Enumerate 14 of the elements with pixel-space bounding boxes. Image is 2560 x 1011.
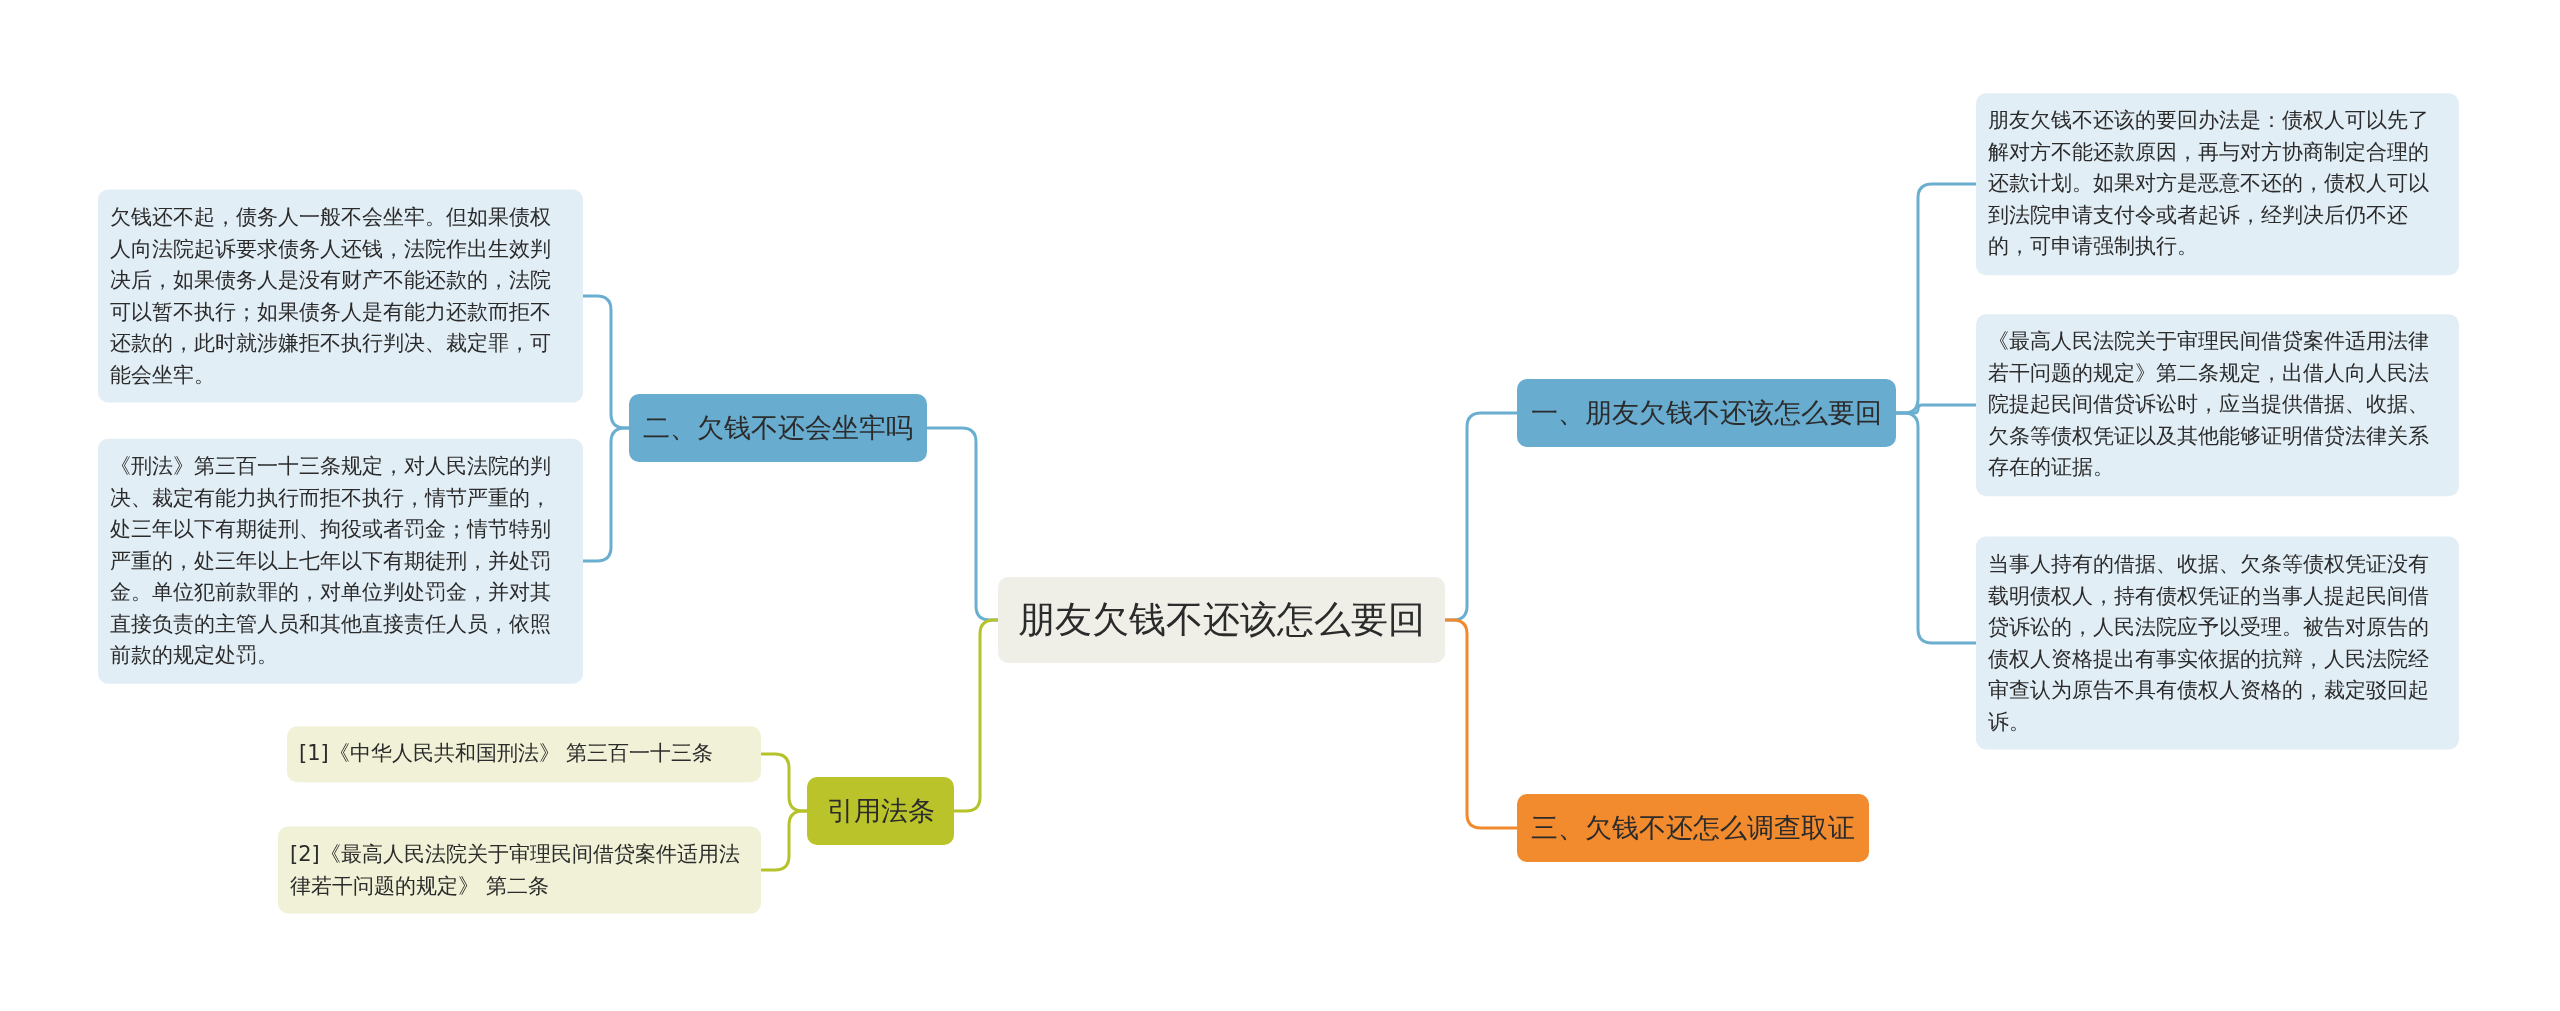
note-box: 欠钱还不起，债务人一般不会坐牢。但如果债权人向法院起诉要求债务人还钱，法院作出生效判决后，如果债务人是没有财产不能还款的，法院可以暂不执行；如果债务人是有能力还款而拒不还款的，此时就涉嫌拒不执行判决、裁定罪，可能会坐牢。 [98, 189, 583, 403]
reference-box: [2]《最高人民法院关于审理民间借贷案件适用法律若干问题的规定》 第二条 [278, 826, 761, 914]
note-box: 《最高人民法院关于审理民间借贷案件适用法律若干问题的规定》第二条规定，出借人向人民法院提起民间借贷诉讼时，应当提供借据、收据、欠条等债权凭证以及其他能够证明借贷法律关系存在的证据。 [1976, 314, 2459, 496]
note-box: 当事人持有的借据、收据、欠条等债权凭证没有载明债权人，持有债权凭证的当事人提起民间借贷诉讼的，人民法院应予以受理。被告对原告的债权人资格提出有事实依据的抗辩，人民法院经审查认为原告不具有债权人资格的，裁定驳回起诉。 [1976, 536, 2459, 750]
topic-box: 一、朋友欠钱不还该怎么要回 [1517, 379, 1896, 447]
topic-box: 引用法条 [807, 777, 954, 845]
reference-box: [1]《中华人民共和国刑法》 第三百一十三条 [287, 726, 761, 782]
note-box: 朋友欠钱不还该的要回办法是：债权人可以先了解对方不能还款原因，再与对方协商制定合理的还款计划。如果对方是恶意不还的，债权人可以到法院申请支付令或者起诉，经判决后仍不还的，可申请强制执行。 [1976, 93, 2459, 275]
topic-box: 二、欠钱不还会坐牢吗 [629, 394, 927, 462]
connector-line [1445, 618, 1517, 830]
root-topic-box: 朋友欠钱不还该怎么要回 [998, 577, 1445, 663]
topic-box: 三、欠钱不还怎么调查取证 [1517, 794, 1869, 862]
connector-line [1896, 411, 1976, 645]
note-box: 《刑法》第三百一十三条规定，对人民法院的判决、裁定有能力执行而拒不执行，情节严重的，处三年以下有期徒刑、拘役或者罚金；情节特别严重的，处三年以上七年以下有期徒刑，并处罚金。单位犯前款罪的，对单位判处罚金，并对其直接负责的主管人员和其他直接责任人员，依照前款的规定处罚。 [98, 438, 583, 684]
